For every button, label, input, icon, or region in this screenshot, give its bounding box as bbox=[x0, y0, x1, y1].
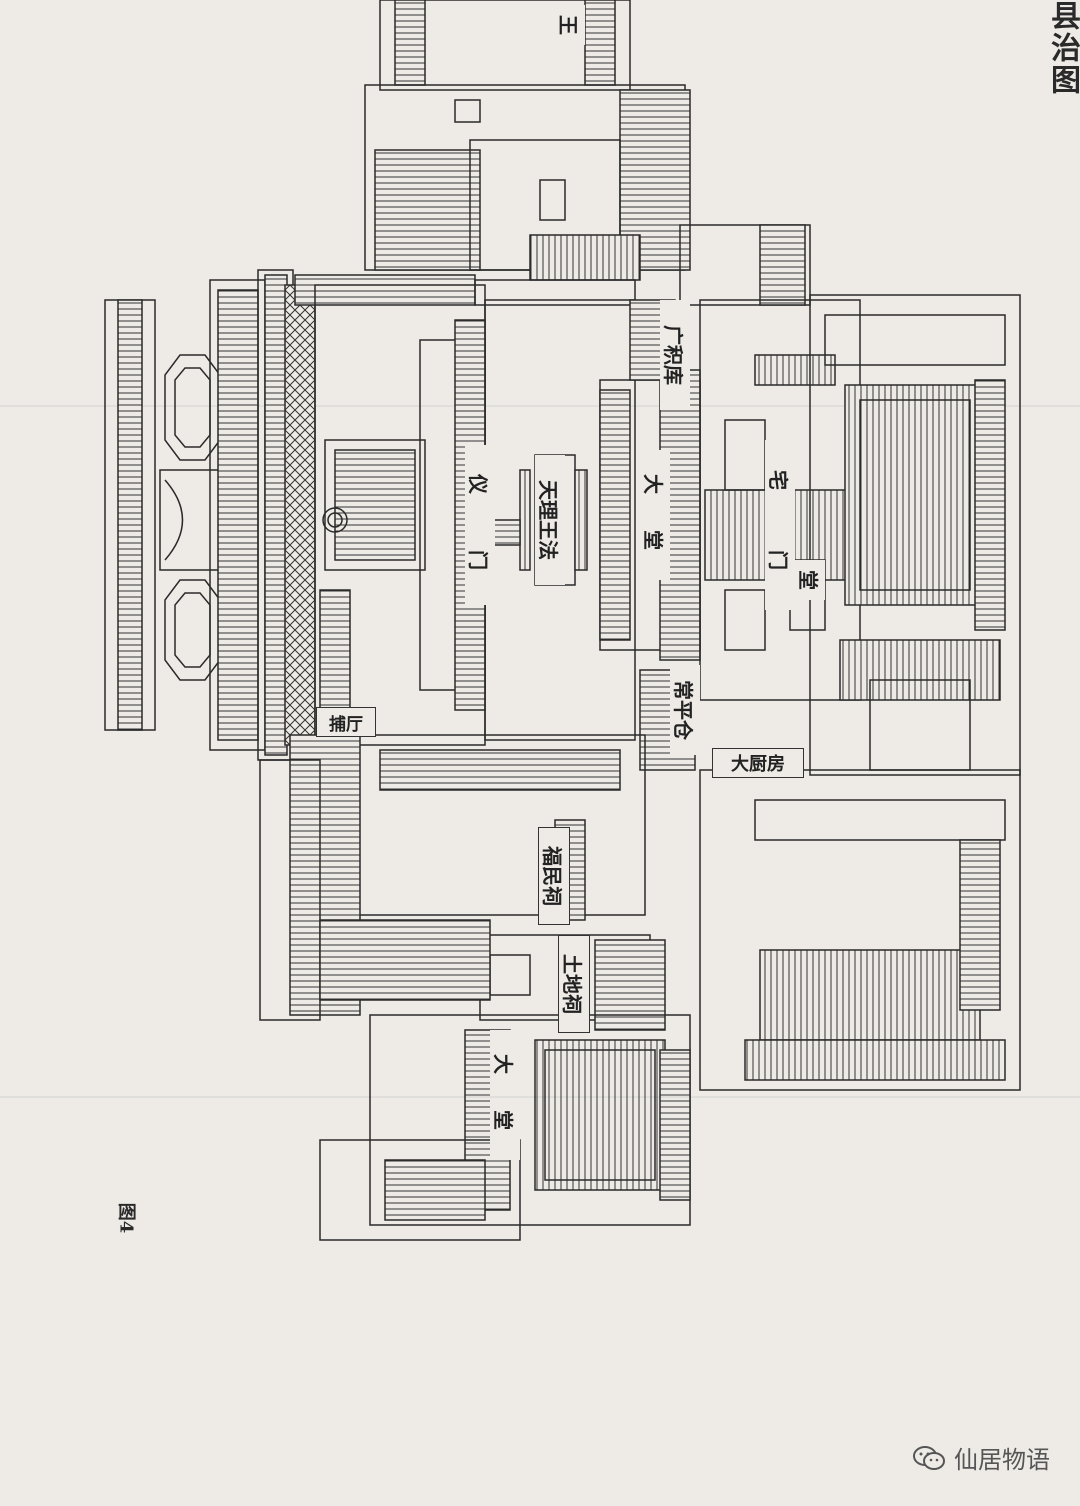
label-yi-men: 仪门 bbox=[465, 445, 495, 626]
figure-number: 图4 bbox=[115, 1202, 137, 1234]
label-guang-ao-ku: 广积库 bbox=[660, 300, 690, 410]
lattice-wall bbox=[284, 284, 316, 746]
label-fu-min-ci: 福民祠 bbox=[538, 827, 570, 925]
octagon-ornament-top bbox=[164, 354, 221, 461]
watermark: 仙居物语 bbox=[912, 1440, 1050, 1475]
label-lower-great-hall: 大堂 bbox=[490, 1030, 520, 1166]
label-tianli-wangfa: 天理王法 bbox=[535, 455, 565, 585]
label-great-hall: 大堂 bbox=[640, 450, 670, 586]
label-tang: 堂 bbox=[795, 560, 825, 600]
drawing-title: 县治图 bbox=[1045, 0, 1080, 96]
label-chang-ping-cang: 常平仓 bbox=[670, 665, 700, 755]
label-zhai-men: 宅门 bbox=[765, 440, 795, 630]
octagon-ornament-bottom bbox=[164, 579, 221, 681]
northeast-annex bbox=[679, 224, 811, 306]
label-bu-ting: 捕厅 bbox=[316, 707, 376, 737]
watermark-text: 仙居物语 bbox=[954, 1446, 1050, 1474]
sun-emblem bbox=[322, 507, 348, 533]
north-top-building bbox=[379, 0, 631, 91]
rear-hall-block bbox=[809, 294, 1021, 776]
wechat-icon bbox=[913, 1445, 945, 1470]
label-tu-di-ci: 土地祠 bbox=[558, 935, 590, 1033]
southeast-hall-block bbox=[699, 769, 1021, 1091]
label-da-chu-fang: 大厨房 bbox=[712, 748, 804, 778]
label-wang: 王 bbox=[555, 5, 585, 45]
